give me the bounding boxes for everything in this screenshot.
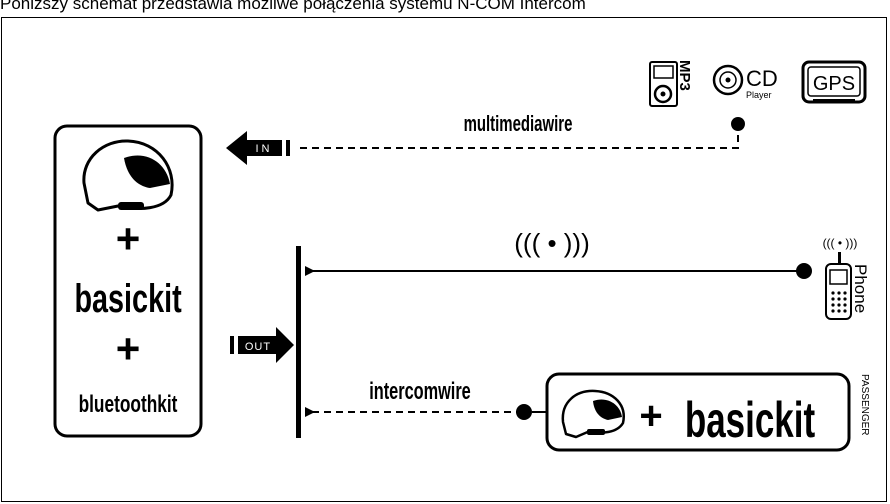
caption: Poniższy schemat przedstawia możliwe poł… [0,0,586,13]
gps-label: GPS [813,73,855,95]
in-label: IN [256,143,273,155]
phone-label: Phone [851,264,870,313]
helmet-kit-box: + basickit + bluetoothkit [53,124,203,438]
multimedia-wire-plug [731,117,745,131]
multimedia-wire-label: multimediawire [464,111,573,136]
phone-icon [825,252,852,320]
basickit-label: basickit [74,276,182,321]
mp3-label: MP3 [676,60,693,91]
cd-disc-icon [712,64,744,96]
bluetooth-wave-symbol: ((( • ))) [514,228,590,258]
cd-player-sublabel: Player [746,90,772,100]
out-port-arrow: OUT [230,327,294,363]
gps-device-icon [801,60,867,104]
out-label: OUT [245,341,271,353]
phone-wave-symbol: ((( • ))) [823,236,858,250]
mp3-player-icon [649,61,678,107]
in-port-arrow: IN [226,131,290,165]
diagram-frame [1,17,887,502]
helmet-icon [82,139,174,212]
intercom-wire-plug [516,404,532,420]
plus-sign-2: + [116,325,141,372]
plus-sign-1: + [116,215,141,262]
passenger-helmet-icon [561,389,625,439]
bluetoothkit-label: bluetoothkit [79,391,178,417]
phone-line-endpoint [796,263,812,279]
cd-label: CD [746,66,778,91]
passenger-label: PASSENGER [859,374,870,436]
intercom-wire-label: intercomwire [369,378,471,405]
multimedia-wire-line [300,128,739,149]
output-bus-bar [296,246,301,438]
passenger-kit-box: + basickit [545,372,851,452]
intercom-line-arrow [305,407,315,417]
passenger-basickit-label: basickit [685,393,815,449]
passenger-plus-sign: + [639,394,662,438]
